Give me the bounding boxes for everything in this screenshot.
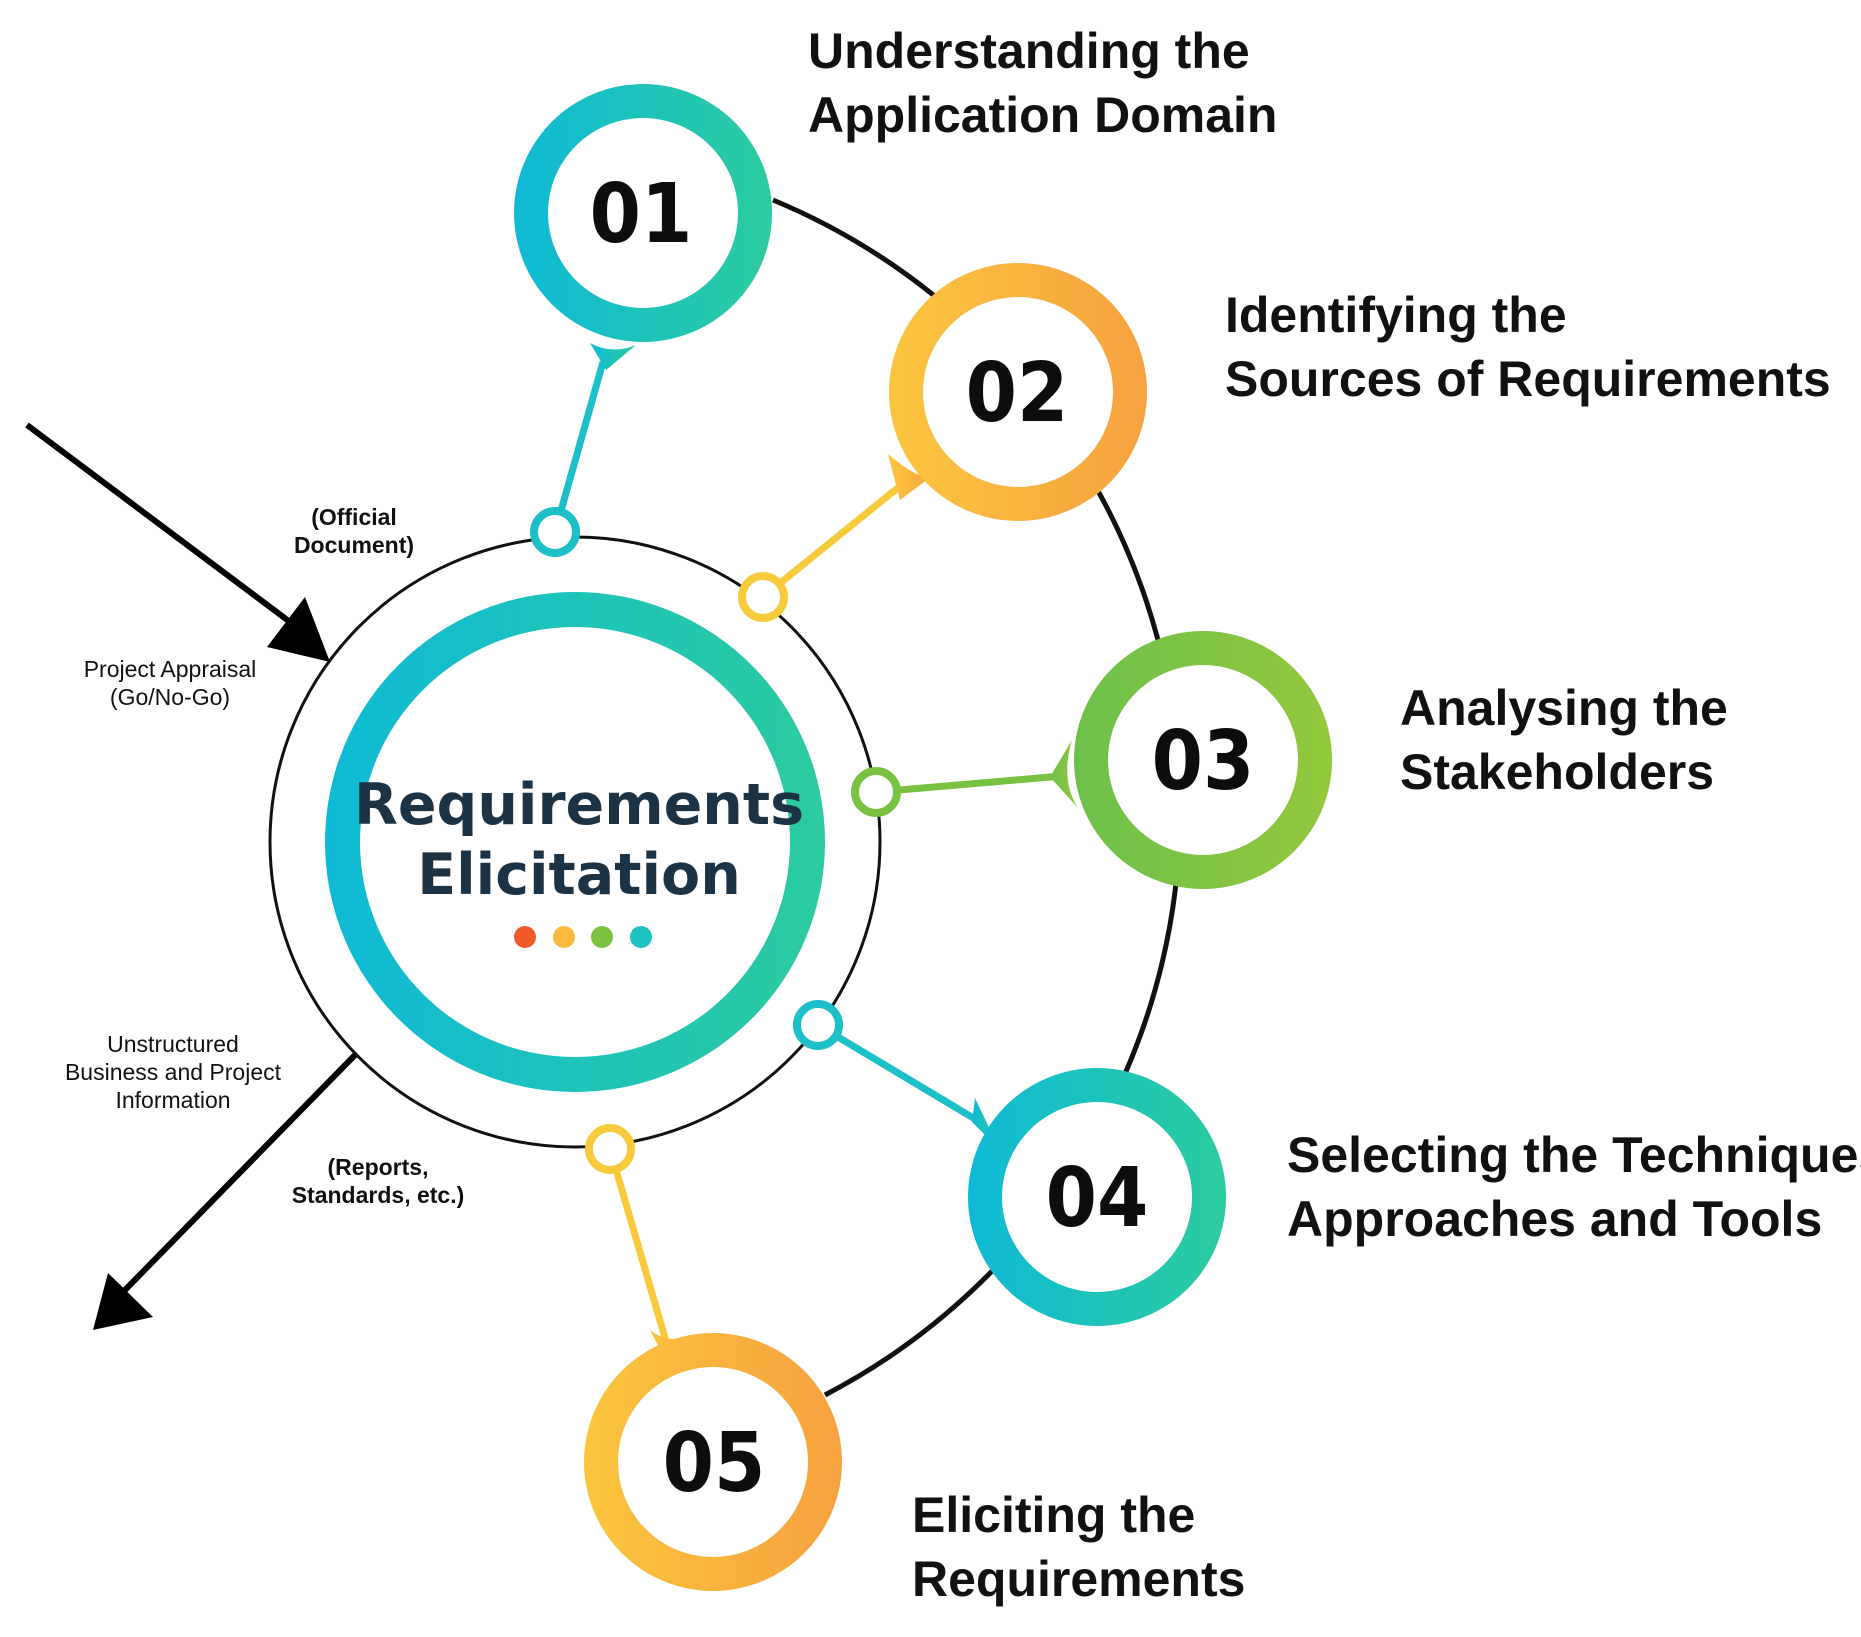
step-02-number: 02: [966, 346, 1069, 441]
connector-01: [530, 361, 607, 557]
note-appraisal-line2: (Go/No-Go): [110, 684, 230, 710]
step-03-number: 03: [1152, 714, 1255, 809]
step-04-label-line2: Approaches and Tools: [1287, 1191, 1822, 1247]
step-03-label: Analysing the Stakeholders: [1400, 680, 1728, 800]
central-hub: Requirements Elicitation: [325, 592, 825, 1092]
center-dot-2: [553, 926, 575, 948]
center-dot-4: [630, 926, 652, 948]
step-03-label-line2: Stakeholders: [1400, 744, 1714, 800]
note-project-appraisal: Project Appraisal (Go/No-Go): [84, 656, 257, 710]
note-reports-line1: (Reports,: [328, 1154, 429, 1180]
step-02-label: Identifying the Sources of Requirements: [1225, 287, 1831, 407]
step-02-label-line2: Sources of Requirements: [1225, 351, 1831, 407]
note-appraisal-line1: Project Appraisal: [84, 656, 257, 682]
note-official-line1: (Official: [311, 504, 397, 530]
note-unstructured-information: Unstructured Business and Project Inform…: [65, 1031, 282, 1113]
center-title-line2: Elicitation: [417, 842, 741, 908]
center-dot-3: [591, 926, 613, 948]
connector-02: [738, 479, 908, 622]
note-official-line2: Document): [294, 532, 414, 558]
step-02-label-line1: Identifying the: [1225, 287, 1567, 343]
step-03-marker: 03: [1050, 631, 1332, 889]
center-title-line1: Requirements: [354, 772, 804, 838]
center-dot-1: [514, 926, 536, 948]
step-01-marker: 01: [514, 84, 772, 370]
step-03-label-line1: Analysing the: [1400, 680, 1728, 736]
note-reports-standards: (Reports, Standards, etc.): [292, 1154, 465, 1208]
step-05-label-line2: Requirements: [912, 1551, 1245, 1607]
step-01-label: Understanding the Application Domain: [808, 23, 1277, 143]
step-01-label-line1: Understanding the: [808, 23, 1250, 79]
output-arrow: [93, 1052, 358, 1330]
note-official-document: (Official Document): [294, 504, 414, 558]
connector-03: [851, 767, 1063, 817]
connector-04: [793, 1000, 987, 1129]
note-unstructured-line3: Information: [115, 1087, 230, 1113]
step-01-number: 01: [590, 167, 693, 262]
step-04-marker: 04: [968, 1068, 1226, 1326]
note-unstructured-line2: Business and Project: [65, 1059, 282, 1085]
step-05-label: Eliciting the Requirements: [912, 1487, 1245, 1607]
note-reports-line2: Standards, etc.): [292, 1182, 465, 1208]
step-04-label: Selecting the Techniques, Approaches and…: [1287, 1127, 1861, 1247]
step-04-number: 04: [1046, 1151, 1149, 1246]
step-05-marker: 05: [584, 1330, 842, 1591]
step-05-number: 05: [663, 1416, 766, 1511]
step-04-label-line1: Selecting the Techniques,: [1287, 1127, 1861, 1183]
note-unstructured-line1: Unstructured: [107, 1031, 239, 1057]
step-01-label-line2: Application Domain: [808, 87, 1277, 143]
connector-05: [585, 1124, 672, 1349]
input-arrow: [25, 422, 330, 662]
step-02-marker: 02: [888, 263, 1147, 521]
step-05-label-line1: Eliciting the: [912, 1487, 1195, 1543]
